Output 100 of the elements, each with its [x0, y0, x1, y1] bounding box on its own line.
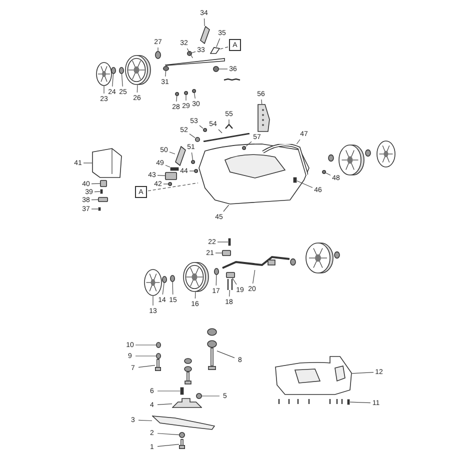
leader-line: [194, 92, 196, 99]
leader-line: [194, 292, 196, 299]
leader-line: [138, 365, 156, 368]
leader-line: [189, 134, 196, 138]
leader-line: [91, 208, 98, 210]
leader-line: [199, 125, 204, 129]
leader-line: [296, 180, 313, 188]
washer-drawing: [162, 276, 167, 283]
axle-drawing: [222, 255, 290, 270]
mower-deck-drawing: [198, 143, 310, 205]
hubcap-drawing: [96, 62, 112, 86]
washer-drawing: [170, 275, 175, 282]
hubcap-drawing: [144, 269, 162, 296]
leader-line: [326, 172, 331, 176]
leader-line: [204, 18, 205, 26]
washer-drawing: [195, 137, 200, 142]
pin-drawing: [170, 167, 179, 171]
wheel-drawing: [183, 262, 209, 292]
blade-hub-drawing: [172, 398, 202, 408]
leader-line: [121, 74, 123, 87]
screw-drawing: [175, 92, 179, 96]
washer-drawing: [156, 353, 161, 359]
washer-drawing: [214, 268, 219, 275]
leader-line: [172, 282, 174, 295]
screw-drawing: [168, 182, 172, 186]
leader-line: [350, 402, 371, 404]
bolt-drawing: [207, 328, 217, 370]
rod-drawing: [203, 133, 250, 142]
leader-line: [223, 204, 230, 212]
screw-drawing: [163, 66, 169, 71]
screw-drawing: [322, 170, 326, 174]
leader-line: [176, 96, 178, 102]
bolt-drawing: [179, 439, 185, 449]
leader-line: [186, 48, 193, 58]
bolt-drawing: [226, 279, 234, 290]
leader-line: [157, 404, 172, 405]
cover-drawing: [92, 148, 122, 178]
handle-bracket-drawing: [165, 58, 225, 66]
blade-drawing: [152, 414, 215, 430]
screw-drawing: [213, 66, 219, 72]
leader-line: [91, 199, 98, 200]
lever-drawing: [175, 146, 186, 166]
block-drawing: [226, 272, 235, 278]
leader-line: [91, 183, 100, 184]
leader-line: [162, 282, 164, 295]
washer-drawing: [111, 67, 116, 74]
pin-drawing: [180, 387, 184, 395]
pin-drawing: [347, 399, 350, 405]
clip-drawing: [225, 124, 233, 129]
leader-line: [157, 390, 180, 392]
block-drawing: [100, 180, 107, 187]
block-drawing: [222, 250, 231, 256]
leader-line: [232, 278, 237, 285]
leader-line: [157, 433, 180, 436]
leader-line: [252, 270, 256, 284]
bolt-drawing: [155, 359, 161, 371]
leader-line: [157, 174, 166, 176]
pin-drawing: [98, 207, 101, 211]
washer-drawing: [155, 51, 161, 59]
height-bracket-drawing: [256, 104, 270, 132]
leader-line: [218, 129, 222, 134]
leader-line: [169, 152, 176, 154]
screw-drawing: [194, 169, 198, 173]
leader-line: [229, 290, 230, 297]
washer-drawing: [196, 393, 202, 399]
screw-drawing: [191, 160, 195, 164]
leader-line: [296, 139, 300, 144]
washer-drawing: [179, 432, 185, 438]
screw-drawing: [187, 51, 192, 56]
screw-drawing: [192, 89, 196, 93]
screw-drawing: [203, 128, 207, 132]
clamp-drawing: [210, 47, 220, 54]
leader-line: [165, 70, 166, 77]
washer-drawing: [156, 342, 161, 348]
leader-line: [165, 164, 170, 168]
wheel-drawing: [125, 55, 151, 85]
leader-line: [94, 191, 100, 192]
leader-line: [215, 252, 222, 254]
lever-drawing: [200, 26, 210, 44]
leader-line: [152, 296, 154, 306]
pin-drawing: [100, 189, 103, 194]
screw-drawing: [242, 146, 246, 150]
leader-line: [218, 68, 228, 70]
screw-drawing: [184, 91, 188, 95]
leader-line: [261, 99, 262, 104]
leader-line: [352, 372, 374, 374]
leader-line: [191, 152, 194, 160]
block-drawing: [165, 172, 177, 180]
leader-line: [112, 74, 114, 87]
leader-line: [216, 38, 220, 48]
rear-flap-drawing: [275, 356, 352, 395]
block-drawing: [98, 197, 108, 202]
leader-line: [216, 350, 235, 358]
leader-line: [228, 119, 230, 124]
leader-line: [157, 444, 180, 447]
rear-handle-drawing: [262, 144, 308, 176]
leader-line: [83, 162, 92, 164]
leader-line: [192, 51, 196, 54]
leader-line: [216, 274, 217, 286]
pin-drawing: [293, 177, 297, 183]
